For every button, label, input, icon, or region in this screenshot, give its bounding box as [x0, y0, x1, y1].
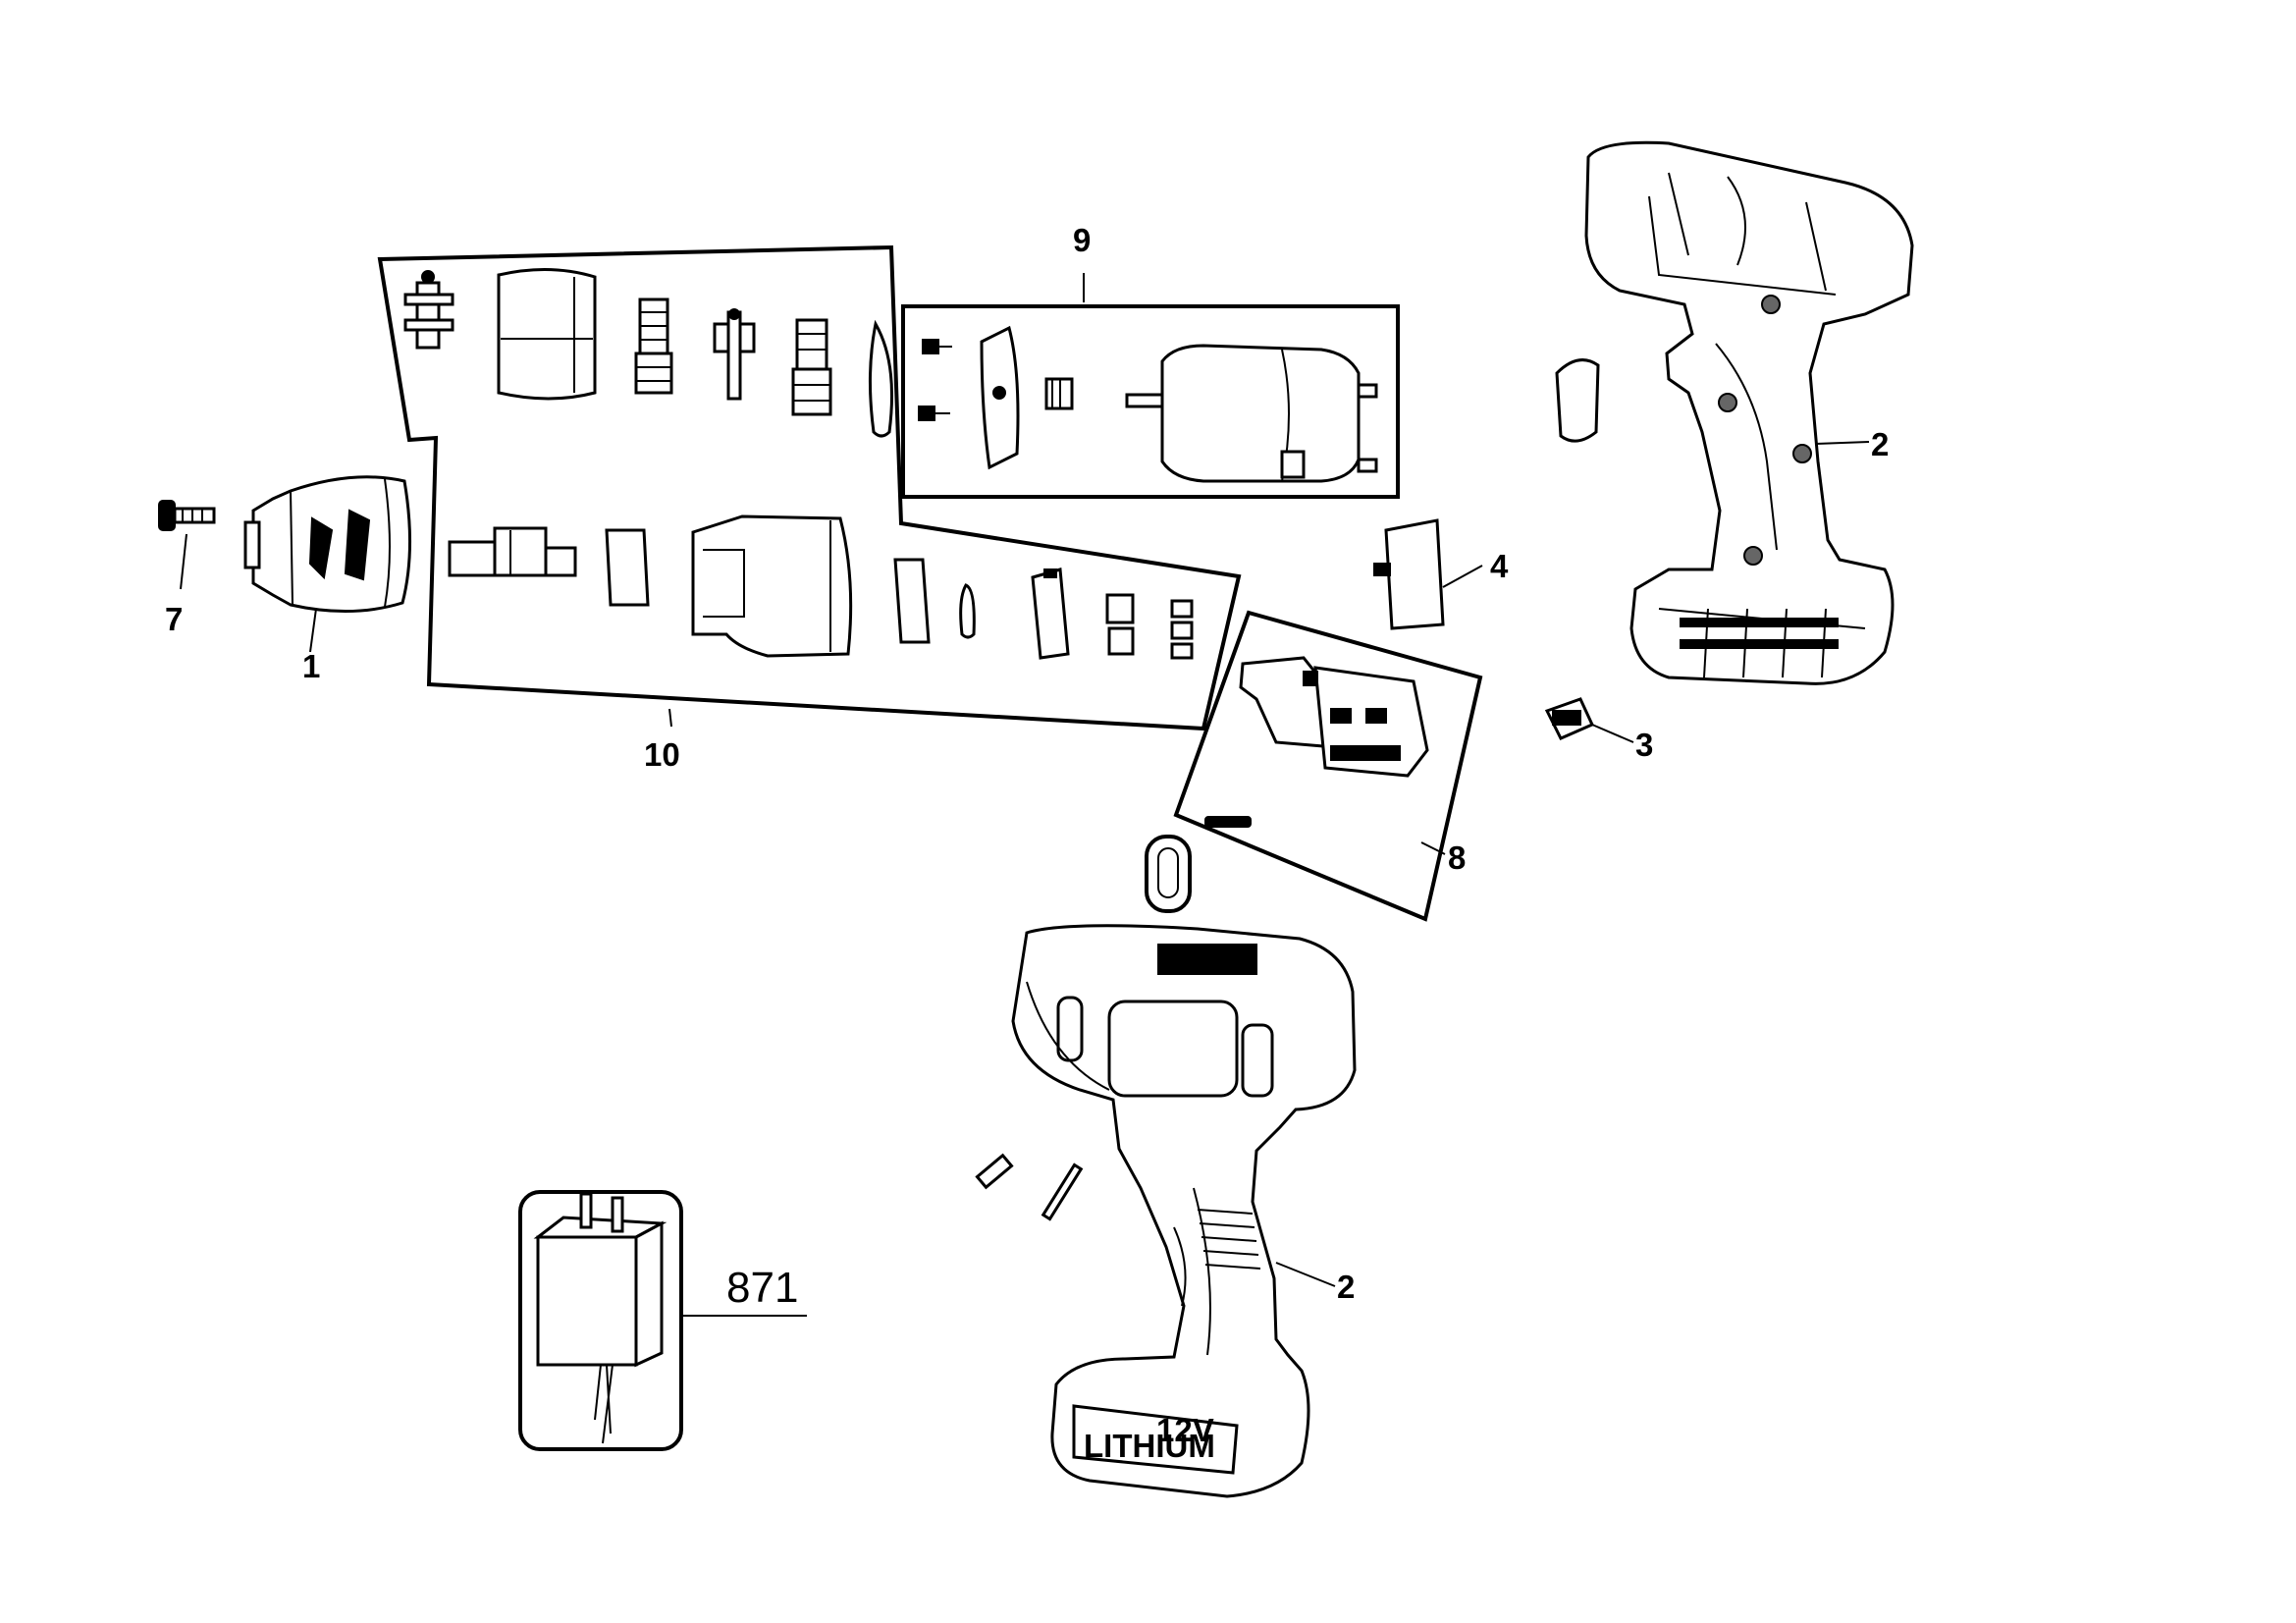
battery-label-plate: 12V LITHIUM [1072, 1404, 1239, 1475]
keyless-chuck: 1 [243, 475, 411, 684]
motor-screws [918, 339, 952, 421]
gearbox-pins [1170, 599, 1194, 660]
charger-plug [533, 1192, 667, 1444]
trigger-switch [1239, 656, 1429, 778]
callout-knob: 4 [1490, 548, 1509, 584]
gearbox-assembly-outline [377, 244, 1242, 731]
gearbox-bushing [605, 528, 650, 607]
callout-screw: 7 [165, 601, 183, 637]
housing-right-grip-ribs [1680, 608, 1839, 678]
switch-assembly-outline [1173, 610, 1483, 922]
charger-frame [518, 1190, 683, 1451]
switch-spring [1204, 816, 1252, 828]
charger: 871 [518, 1190, 807, 1451]
gearbox-spindle [448, 526, 577, 577]
housing-half-left: 12V LITHIUM 2 [1011, 924, 1357, 1498]
gearbox-spring-washer [959, 583, 976, 639]
gearbox-small-gears [1105, 593, 1135, 656]
gearbox-carrier-2 [713, 308, 756, 401]
gearbox-gear-plate [1031, 568, 1070, 660]
gearbox-housing [691, 514, 853, 658]
motor-assembly: 9 [901, 222, 1400, 499]
motor-assembly-outline [901, 304, 1400, 499]
gearbox-carrier-1 [403, 270, 454, 350]
battery-chemistry-label: LITHIUM [1084, 1428, 1215, 1464]
chuck-screw: 7 [158, 500, 216, 637]
motor-pinion-gear [1044, 377, 1074, 410]
battery-voltage-label: 12V [1156, 1412, 1214, 1448]
housing-pins [975, 1153, 1084, 1221]
callout-switch-assembly: 8 [1448, 839, 1466, 876]
callout-charger: 871 [726, 1264, 798, 1312]
callout-gearbox-assembly: 10 [644, 736, 680, 773]
callout-housing-left: 2 [1337, 1269, 1355, 1305]
callout-chuck: 1 [302, 648, 320, 684]
callout-housing-right: 2 [1871, 426, 1889, 462]
housing-left-grip-ribs [1197, 1209, 1261, 1270]
gearbox-planet-gears-1 [634, 298, 673, 395]
switch-cover [1145, 835, 1192, 913]
callout-motor-assembly: 9 [1073, 222, 1091, 258]
switch-assembly: 8 [1173, 610, 1483, 922]
housing-half-right: 2 [1584, 140, 1914, 685]
motor-end-plate [980, 325, 1020, 470]
direction-knob: 4 [1373, 518, 1509, 630]
switch-button: 3 [1544, 697, 1653, 763]
gearbox-thrust-washer [868, 319, 894, 438]
callout-switch-button: 3 [1635, 727, 1653, 763]
switch-leader-line [1420, 841, 1446, 855]
led-lens [1555, 358, 1600, 443]
housing-left-vents [1157, 944, 1257, 975]
gearbox-planet-gears-2 [791, 318, 832, 416]
dc-motor [1125, 344, 1378, 483]
gearbox-ring-gear [497, 267, 597, 401]
gearbox-leader-line [668, 708, 672, 728]
gearbox-assembly: 10 [377, 244, 1242, 773]
gearbox-clutch-ring [893, 558, 931, 644]
